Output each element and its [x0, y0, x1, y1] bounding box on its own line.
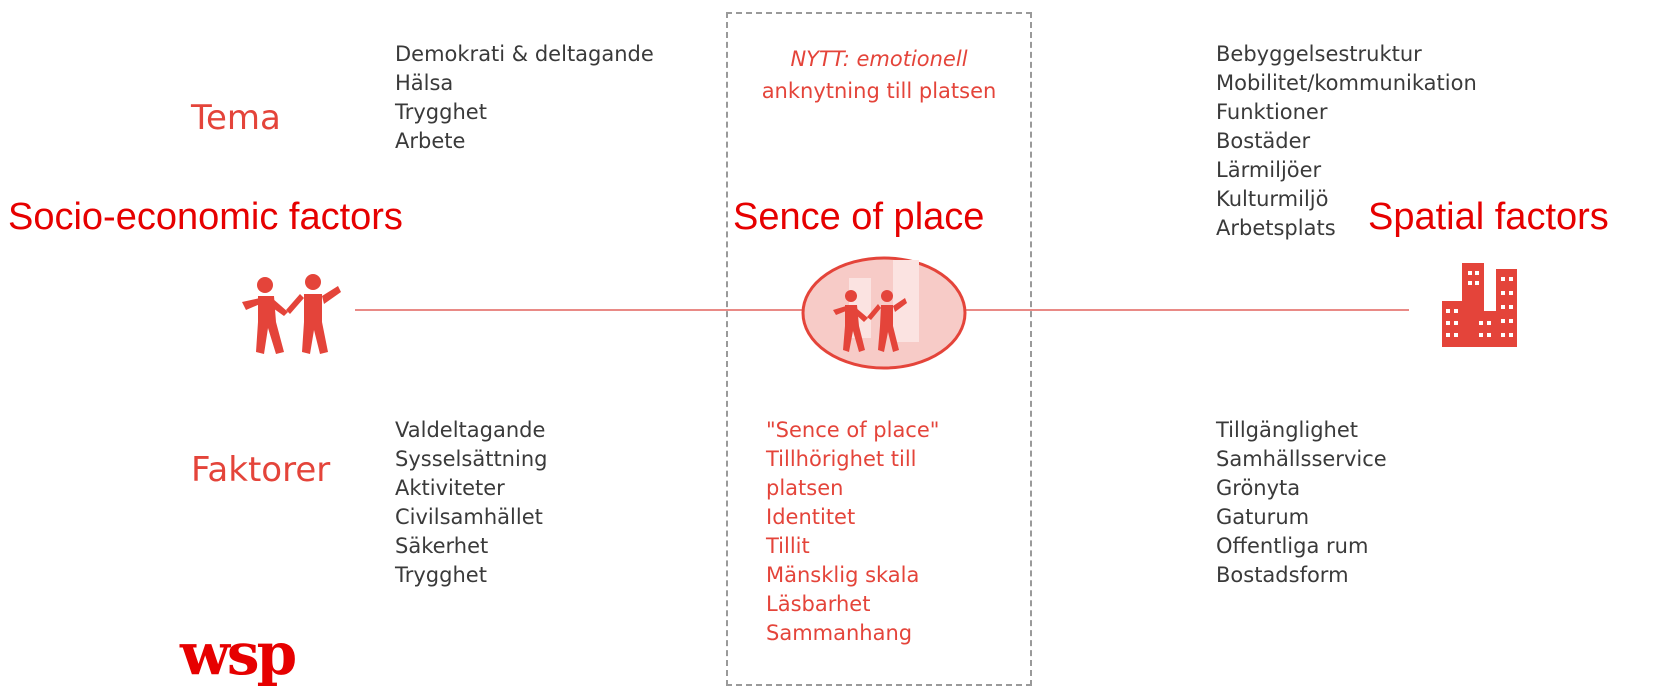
buildings-icon — [1442, 263, 1517, 351]
list-item: Lärmiljöer — [1216, 158, 1322, 182]
faktorer-left-list: Valdeltagande Sysselsättning Aktiviteter… — [395, 416, 547, 590]
list-item: Läsbarhet — [766, 592, 871, 616]
list-item: Identitet — [766, 505, 856, 529]
list-item: Mobilitet/kommunikation — [1216, 71, 1477, 95]
list-item: Funktioner — [1216, 100, 1328, 124]
tema-label: Tema — [191, 98, 281, 138]
list-item: Hälsa — [395, 71, 454, 95]
list-item: Tillhörighet till — [766, 447, 917, 471]
tema-left-list: Demokrati & deltagande Hälsa Trygghet Ar… — [395, 40, 654, 156]
list-item: Mänsklig skala — [766, 563, 920, 587]
people-buildings-icon — [801, 256, 967, 374]
list-item: platsen — [766, 476, 844, 500]
list-item: Offentliga rum — [1216, 534, 1369, 558]
list-item: Bostäder — [1216, 129, 1311, 153]
list-item: Aktiviteter — [395, 476, 505, 500]
list-item: Bebyggelsestruktur — [1216, 42, 1422, 66]
list-item: Säkerhet — [395, 534, 489, 558]
heading-sence-of-place: Sence of place — [733, 196, 985, 238]
list-item: Demokrati & deltagande — [395, 42, 654, 66]
list-item: Tillit — [766, 534, 810, 558]
list-item: Trygghet — [395, 100, 487, 124]
connector-line-right — [966, 309, 1409, 311]
list-item: Tillgänglighet — [1216, 418, 1358, 442]
people-icon — [238, 272, 343, 361]
list-item: Trygghet — [395, 563, 487, 587]
list-item: Civilsamhället — [395, 505, 543, 529]
list-item: Arbetsplats — [1216, 216, 1336, 240]
list-item: Sammanhang — [766, 621, 913, 645]
list-item: Kulturmiljö — [1216, 187, 1329, 211]
faktorer-right-list: Tillgänglighet Samhällsservice Grönyta G… — [1216, 416, 1387, 590]
list-item: "Sence of place" — [766, 418, 940, 442]
list-item: Samhällsservice — [1216, 447, 1387, 471]
sence-of-place-box — [726, 12, 1032, 686]
faktorer-label: Faktorer — [191, 450, 331, 490]
tema-center-line2: anknytning till platsen — [761, 79, 997, 103]
tema-center-line1: NYTT: emotionell — [790, 47, 968, 71]
list-item: Bostadsform — [1216, 563, 1349, 587]
list-item: Arbete — [395, 129, 466, 153]
tema-center-note: NYTT: emotionell anknytning till platsen — [726, 43, 1032, 107]
heading-socio-economic: Socio-economic factors — [8, 196, 403, 238]
tema-right-list: Bebyggelsestruktur Mobilitet/kommunikati… — [1216, 40, 1477, 243]
list-item: Valdeltagande — [395, 418, 546, 442]
heading-spatial: Spatial factors — [1368, 196, 1609, 238]
list-item: Grönyta — [1216, 476, 1301, 500]
faktorer-center-list: "Sence of place" Tillhörighet till plats… — [766, 416, 939, 648]
list-item: Gaturum — [1216, 505, 1310, 529]
list-item: Sysselsättning — [395, 447, 548, 471]
connector-line-left — [355, 309, 802, 311]
wsp-logo: wsp — [180, 620, 297, 688]
